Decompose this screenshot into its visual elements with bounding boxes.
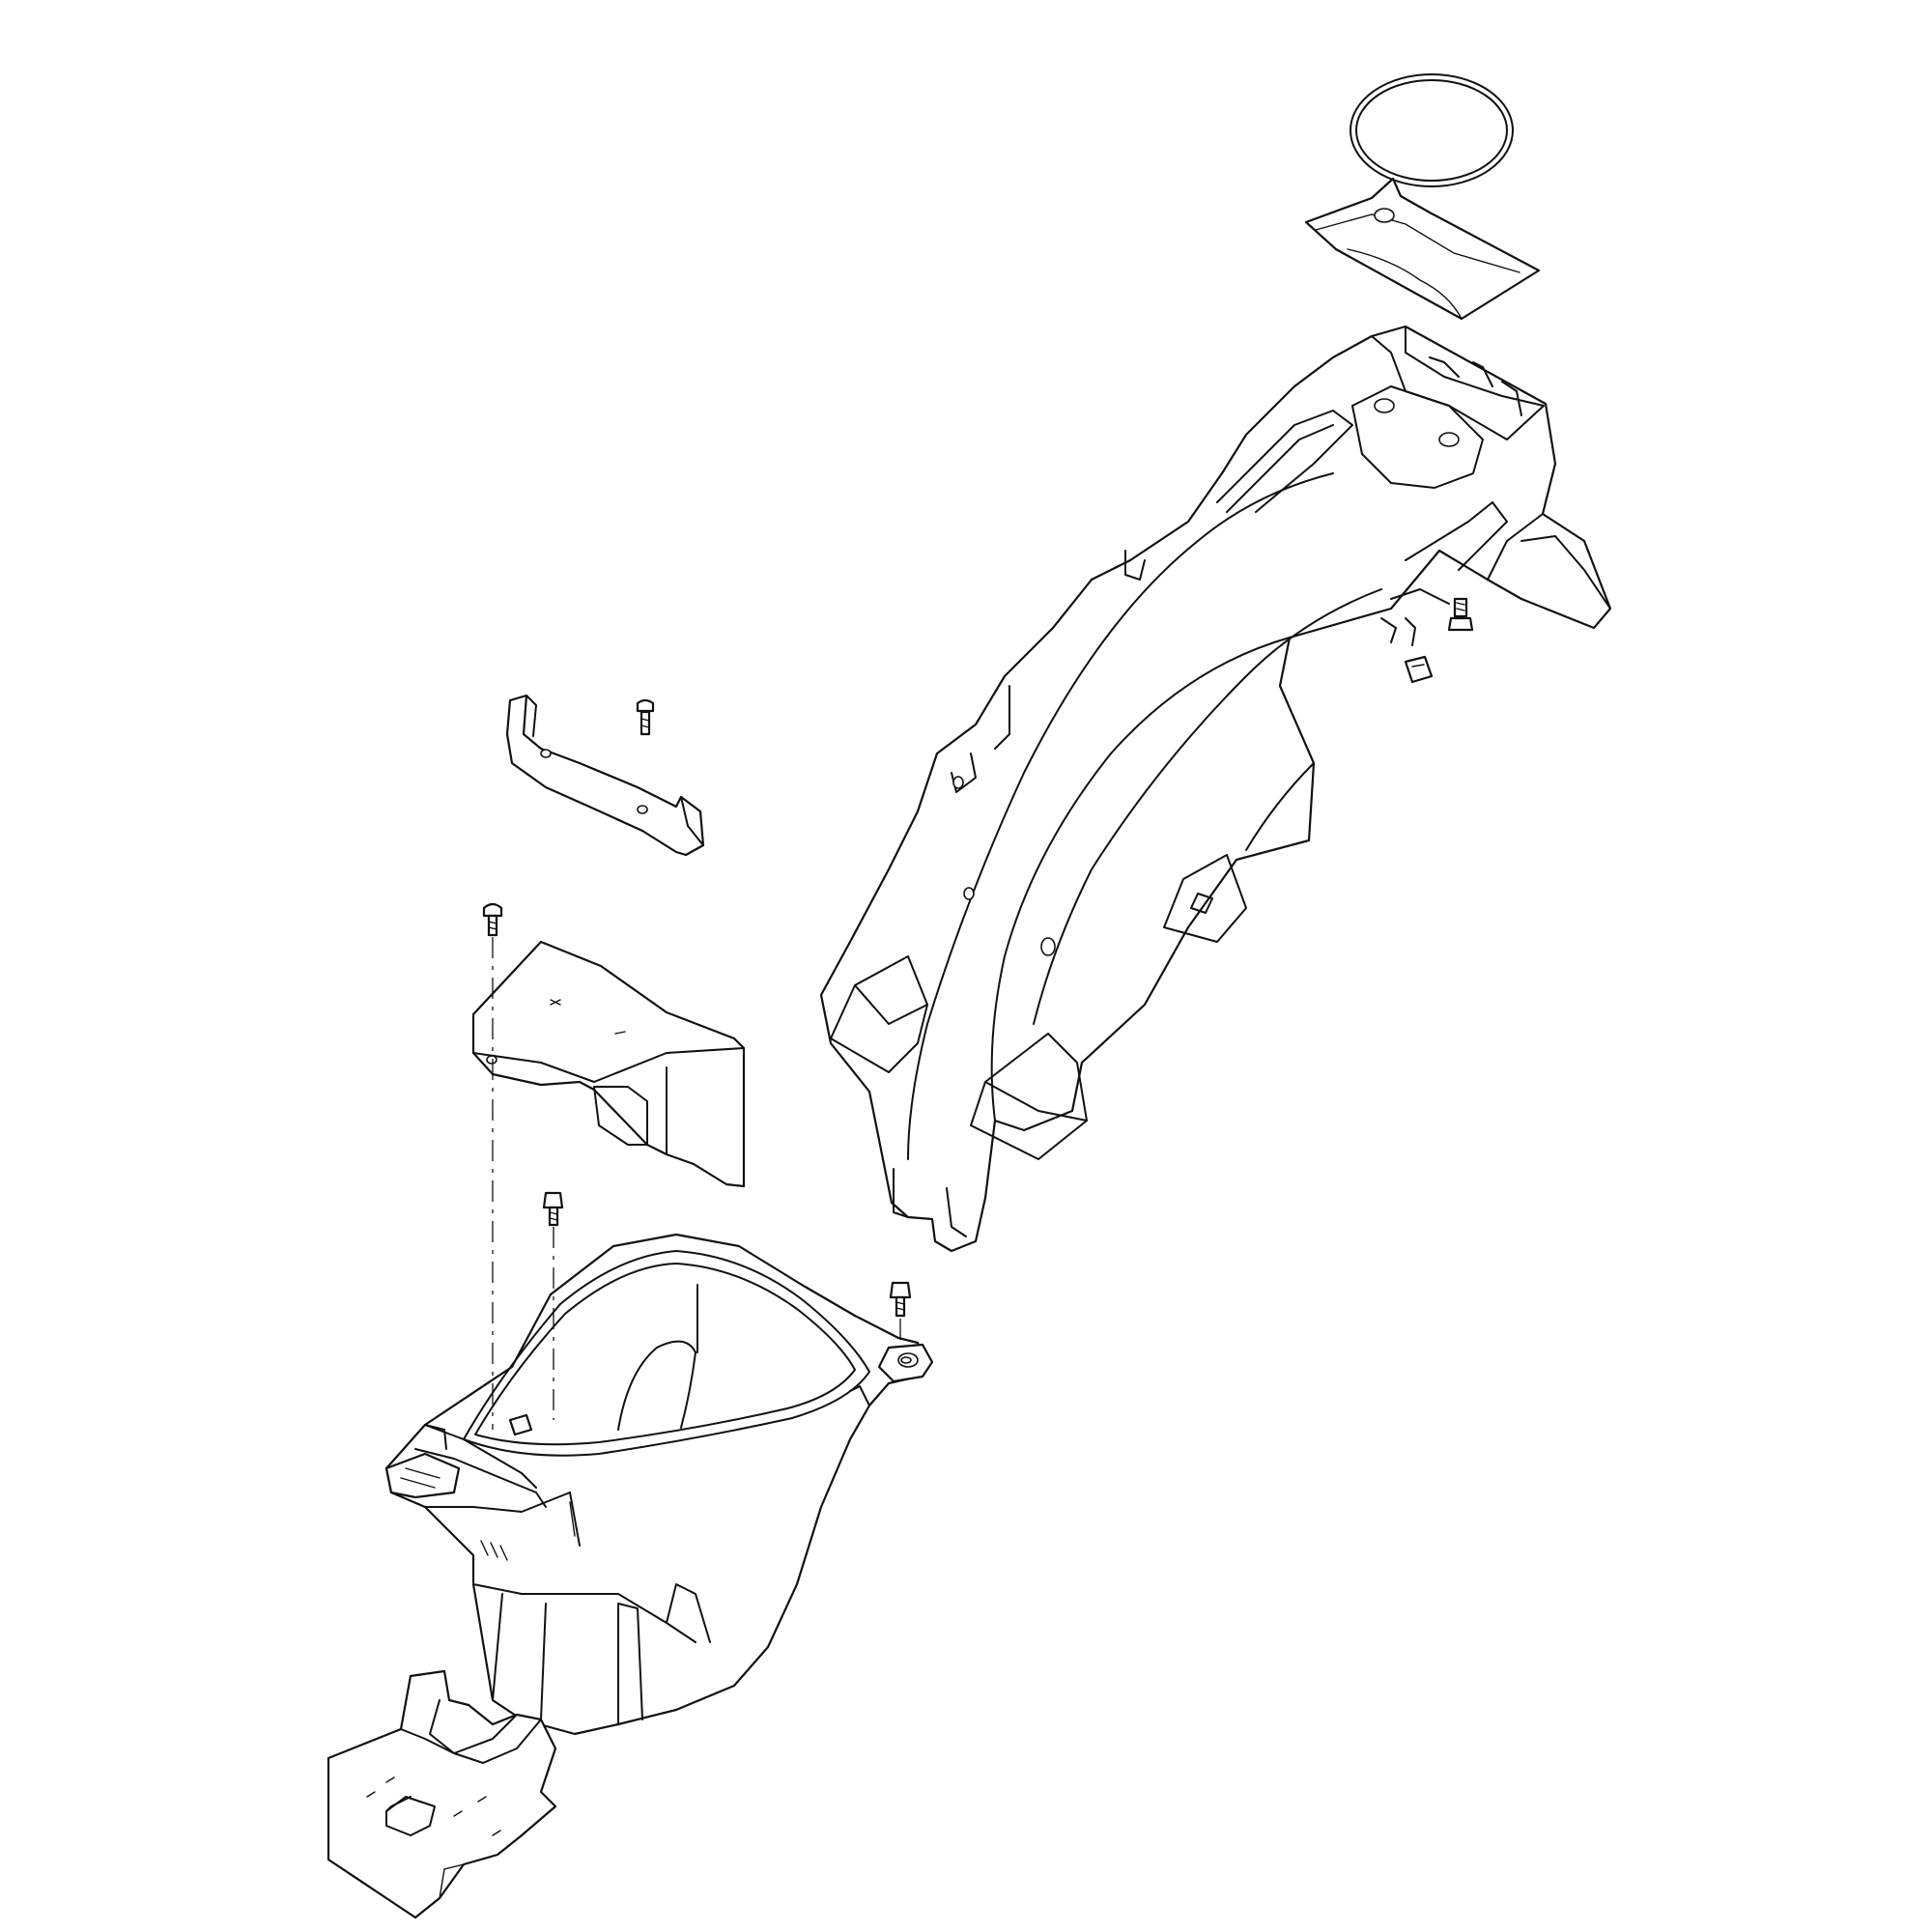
heat-shield-cover[interactable] xyxy=(471,940,746,1188)
lower-guard[interactable] xyxy=(327,1669,557,1919)
speed-nut-right[interactable] xyxy=(1404,655,1434,684)
rubber-pad[interactable] xyxy=(1304,177,1541,321)
mounting-bracket[interactable] xyxy=(505,694,705,857)
o-ring[interactable] xyxy=(1350,73,1514,187)
cover-screw[interactable] xyxy=(482,902,503,937)
rear-fender-frame[interactable] xyxy=(819,325,1612,1253)
box-bolt-right[interactable] xyxy=(889,1281,912,1318)
bracket-screw[interactable] xyxy=(636,698,655,736)
fender-bolt-right[interactable] xyxy=(1447,597,1474,632)
storage-box[interactable] xyxy=(384,1233,934,1736)
box-bolt-center[interactable] xyxy=(542,1191,564,1227)
